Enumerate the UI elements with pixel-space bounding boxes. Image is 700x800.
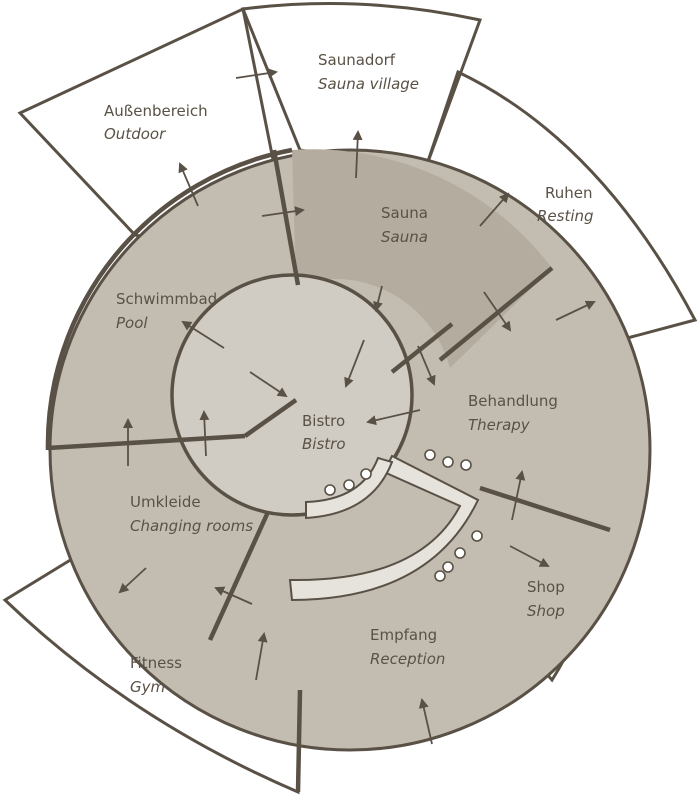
label-en: Resting (537, 207, 594, 225)
wall-inner-divider (390, 322, 454, 374)
label-en: Pool (116, 314, 148, 332)
seat (424, 449, 436, 461)
arrow (366, 409, 421, 426)
seat (460, 459, 472, 471)
seat (471, 530, 483, 542)
label-sauna: Sauna Sauna (381, 204, 428, 246)
label-outdoor: Außenbereich Outdoor (104, 102, 208, 143)
arrow (214, 586, 253, 605)
circulation-arrows (118, 68, 596, 745)
area-resting (423, 69, 698, 350)
arrow (199, 410, 210, 457)
arrow (235, 68, 278, 79)
label-de: Bistro (302, 412, 345, 430)
wall-sauna-left (271, 149, 301, 286)
arrow (178, 162, 199, 207)
label-de: Fitness (130, 654, 182, 672)
seat (434, 570, 446, 582)
arrow (555, 300, 596, 321)
wall-changing-right (243, 398, 298, 438)
label-pool: Schwimmbad Pool (116, 290, 217, 332)
label-en: Therapy (468, 416, 531, 434)
bistro-seats (324, 468, 372, 496)
seat (360, 468, 372, 480)
seat (454, 547, 466, 559)
label-changing-rooms: Umkleide Changing rooms (130, 493, 253, 535)
label-en: Reception (370, 650, 445, 668)
wall-pool-bottom (47, 433, 246, 451)
reception-seats (434, 530, 483, 582)
label-en: Changing rooms (130, 517, 253, 535)
label-en: Bistro (302, 435, 346, 453)
area-sauna-village (240, 2, 483, 172)
label-therapy: Behandlung Therapy (468, 392, 558, 434)
arrow (344, 339, 365, 388)
label-bistro: Bistro Bistro (302, 412, 346, 453)
wall-outer-arc (45, 147, 293, 451)
label-en: Shop (527, 602, 565, 620)
arrow (479, 192, 510, 227)
seat (442, 456, 454, 468)
seat (442, 561, 454, 573)
seat (324, 484, 336, 496)
label-de: Saunadorf (318, 51, 396, 69)
label-de: Ruhen (545, 184, 593, 202)
label-de: Umkleide (130, 493, 201, 511)
wall-shop-left (479, 485, 611, 533)
label-de: Außenbereich (104, 102, 208, 120)
therapy-seats (424, 449, 472, 471)
label-en: Gym (130, 678, 165, 696)
arrow (118, 567, 147, 594)
label-de: Schwimmbad (116, 290, 217, 308)
inner-ring (170, 273, 414, 517)
label-de: Behandlung (468, 392, 558, 410)
arrow (417, 345, 436, 386)
wall-changing-reception (207, 511, 271, 641)
arrow (261, 206, 305, 217)
label-sauna-village: Saunadorf Sauna village (318, 51, 419, 93)
label-de: Shop (527, 578, 565, 596)
arrow (181, 320, 225, 349)
wall-sauna-right (438, 266, 554, 362)
seat (343, 479, 355, 491)
reception-counter (288, 454, 480, 602)
label-gym: Fitness Gym (130, 654, 182, 696)
label-de: Sauna (381, 204, 428, 222)
label-en: Sauna (381, 228, 428, 246)
label-reception: Empfang Reception (370, 626, 445, 668)
arrow (352, 130, 363, 179)
arrow (483, 291, 512, 332)
label-en: Outdoor (104, 125, 166, 143)
arrow (511, 470, 526, 521)
arrow (255, 632, 268, 681)
label-en: Sauna village (318, 75, 419, 93)
arrow (418, 698, 433, 745)
arrow (373, 285, 383, 312)
wall-gym-right (295, 689, 303, 793)
label-resting: Ruhen Resting (537, 184, 594, 225)
label-shop: Shop Shop (527, 578, 565, 620)
arrow (249, 371, 288, 398)
label-de: Empfang (370, 626, 437, 644)
area-sauna-sector (292, 149, 552, 368)
arrow (509, 545, 550, 567)
